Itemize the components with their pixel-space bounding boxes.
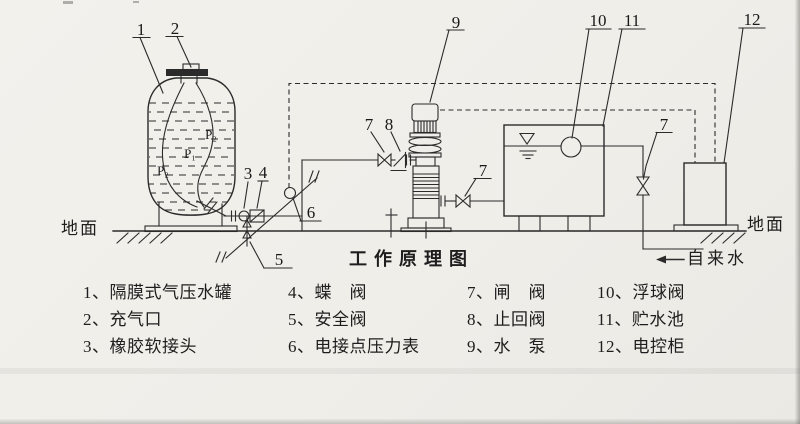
scan-edge-bottom <box>0 419 800 424</box>
gauge-tap-line <box>215 170 320 263</box>
storage-tank <box>503 124 605 232</box>
float-valve <box>560 136 582 158</box>
legend-item-3: 3、橡胶软接头 <box>83 337 197 356</box>
legend-item-10: 10、浮球阀 <box>597 283 685 302</box>
pressure-gauge <box>283 186 297 200</box>
pressure-label-p2-lower: P₂ <box>157 163 169 178</box>
ground-line <box>112 230 747 244</box>
callout-7-suction: 7 <box>479 161 488 180</box>
tank-outlet-piping <box>196 159 303 232</box>
butterfly-valve <box>249 209 265 223</box>
pump-stages <box>412 173 440 200</box>
scan-speck <box>133 1 139 3</box>
tank-membrane <box>161 82 214 208</box>
callouts: 1 2 3 4 5 6 7 8 9 7 <box>132 10 766 269</box>
diagram-title: 工作原理图 <box>349 249 474 269</box>
gate-valve-discharge <box>377 152 392 168</box>
ground-label-left: 地面 <box>61 219 99 238</box>
tap-water-label: 自来水 <box>687 249 747 268</box>
callout-11: 11 <box>624 11 640 30</box>
legend-item-4: 4、蝶 阀 <box>288 283 367 302</box>
callout-12: 12 <box>744 10 761 29</box>
suction-pipe <box>440 193 505 209</box>
safety-valve <box>242 215 252 247</box>
air-charge-port <box>166 63 208 84</box>
control-wire-gauge <box>288 82 716 188</box>
callout-7-tap: 7 <box>660 115 669 134</box>
callout-3: 3 <box>244 164 253 183</box>
callout-5: 5 <box>275 250 284 269</box>
gate-valve-suction <box>455 193 471 209</box>
control-wire-pump <box>440 109 696 163</box>
callout-4: 4 <box>259 163 268 182</box>
ground-hatch-right <box>700 232 746 244</box>
pump <box>400 103 452 239</box>
tank-stand <box>144 201 238 233</box>
control-cabinet <box>673 162 739 232</box>
rubber-joint <box>238 210 250 222</box>
discharge-pipe <box>301 151 417 238</box>
legend-item-12: 12、电控柜 <box>597 337 685 356</box>
pressure-label-p2-upper: P₂ <box>205 127 217 142</box>
legend-item-8: 8、止回阀 <box>467 310 546 329</box>
pump-motor <box>411 103 439 122</box>
callout-1: 1 <box>137 20 146 39</box>
check-valve <box>390 151 407 172</box>
legend-item-11: 11、贮水池 <box>597 310 685 329</box>
legend-item-5: 5、安全阀 <box>288 310 367 329</box>
motor-fins <box>413 120 437 134</box>
legend-item-7: 7、闸 阀 <box>467 283 546 302</box>
scan-speck <box>63 1 73 4</box>
callout-10: 10 <box>590 11 607 30</box>
pressure-label-p1: P₁ <box>184 146 196 161</box>
ground-hatch-left <box>116 232 173 244</box>
callout-6: 6 <box>307 203 316 222</box>
callout-9: 9 <box>452 13 461 32</box>
scan-smudge <box>0 368 800 374</box>
callout-7-discharge: 7 <box>365 115 374 134</box>
legend-item-9: 9、水 泵 <box>467 337 546 356</box>
tap-water-arrow <box>656 255 685 264</box>
ground-label-right: 地面 <box>747 215 785 234</box>
legend-item-2: 2、充气口 <box>83 310 162 329</box>
water-level-icon <box>518 132 537 160</box>
callout-2: 2 <box>171 19 180 38</box>
scan-edge-right <box>795 0 800 424</box>
legend-item-6: 6、电接点压力表 <box>288 337 420 356</box>
callout-8: 8 <box>385 115 394 134</box>
gate-valve-tap <box>635 176 651 196</box>
legend-item-1: 1、隔膜式气压水罐 <box>83 283 232 302</box>
fill-pipe <box>580 145 704 264</box>
pressure-tank: P₂ P₁ P₂ <box>144 63 238 233</box>
